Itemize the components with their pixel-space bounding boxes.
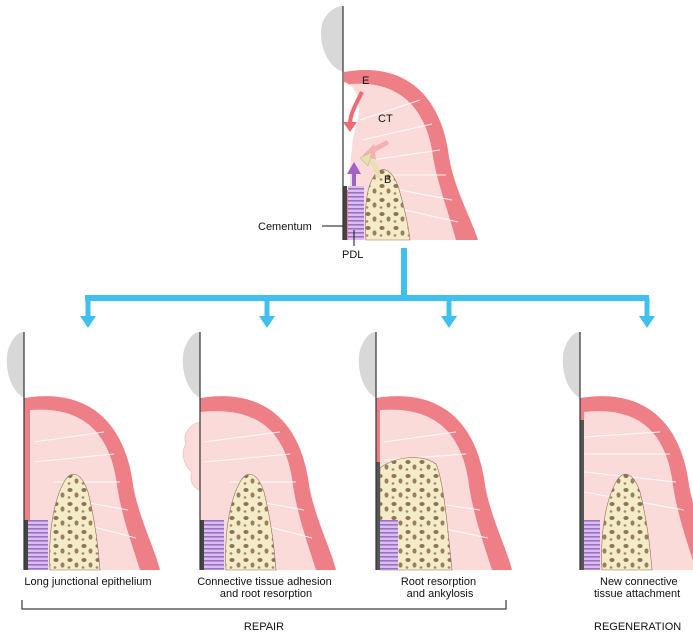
pdl-layer [584,520,600,570]
pdl-layer [28,520,48,570]
ankylosis-surface [376,462,380,570]
repair-bracket [22,600,506,609]
outcome-panel-2 [183,332,336,570]
connector-arrowhead-2 [259,316,275,328]
label-bone: B [384,174,391,186]
caption-connective-tissue-adhesion: Connective tissue adhesion and root reso… [197,576,335,600]
label-connective-tissue: CT [378,113,393,125]
cementum-layer [200,520,204,570]
caption-root-resorption-ankylosis: Root resorption and ankylosis [401,576,479,600]
regeneration-label: REGENERATION [594,621,681,633]
connector-arrowhead-1 [80,316,96,328]
outcome-panel-1 [7,332,160,570]
tooth-crown [359,332,376,398]
outcome-panel-4 [563,332,693,570]
tooth-crown [183,332,200,398]
resorption-bulge [183,422,200,490]
label-pdl: PDL [342,249,363,261]
tooth-crown [321,6,343,72]
label-cementum: Cementum [258,221,312,233]
connector-arrowhead-4 [639,316,655,328]
pdl-layer [380,520,398,570]
connector-arrowhead-3 [441,316,457,328]
connector-arrows [80,248,655,328]
tooth-crown [563,332,580,398]
top-panel: E CT B Cementum PDL [258,6,478,261]
outcome-panel-3 [359,332,512,570]
pdl-layer [348,186,364,240]
cementum-layer [24,520,28,570]
pdl-layer [204,520,224,570]
label-epithelium: E [362,75,369,87]
tooth-crown [7,332,24,398]
caption-long-junctional-epithelium: Long junctional epithelium [24,576,151,588]
repair-label: REPAIR [244,621,284,633]
caption-new-connective-tissue-attachment: New connective tissue attachment [594,576,681,600]
